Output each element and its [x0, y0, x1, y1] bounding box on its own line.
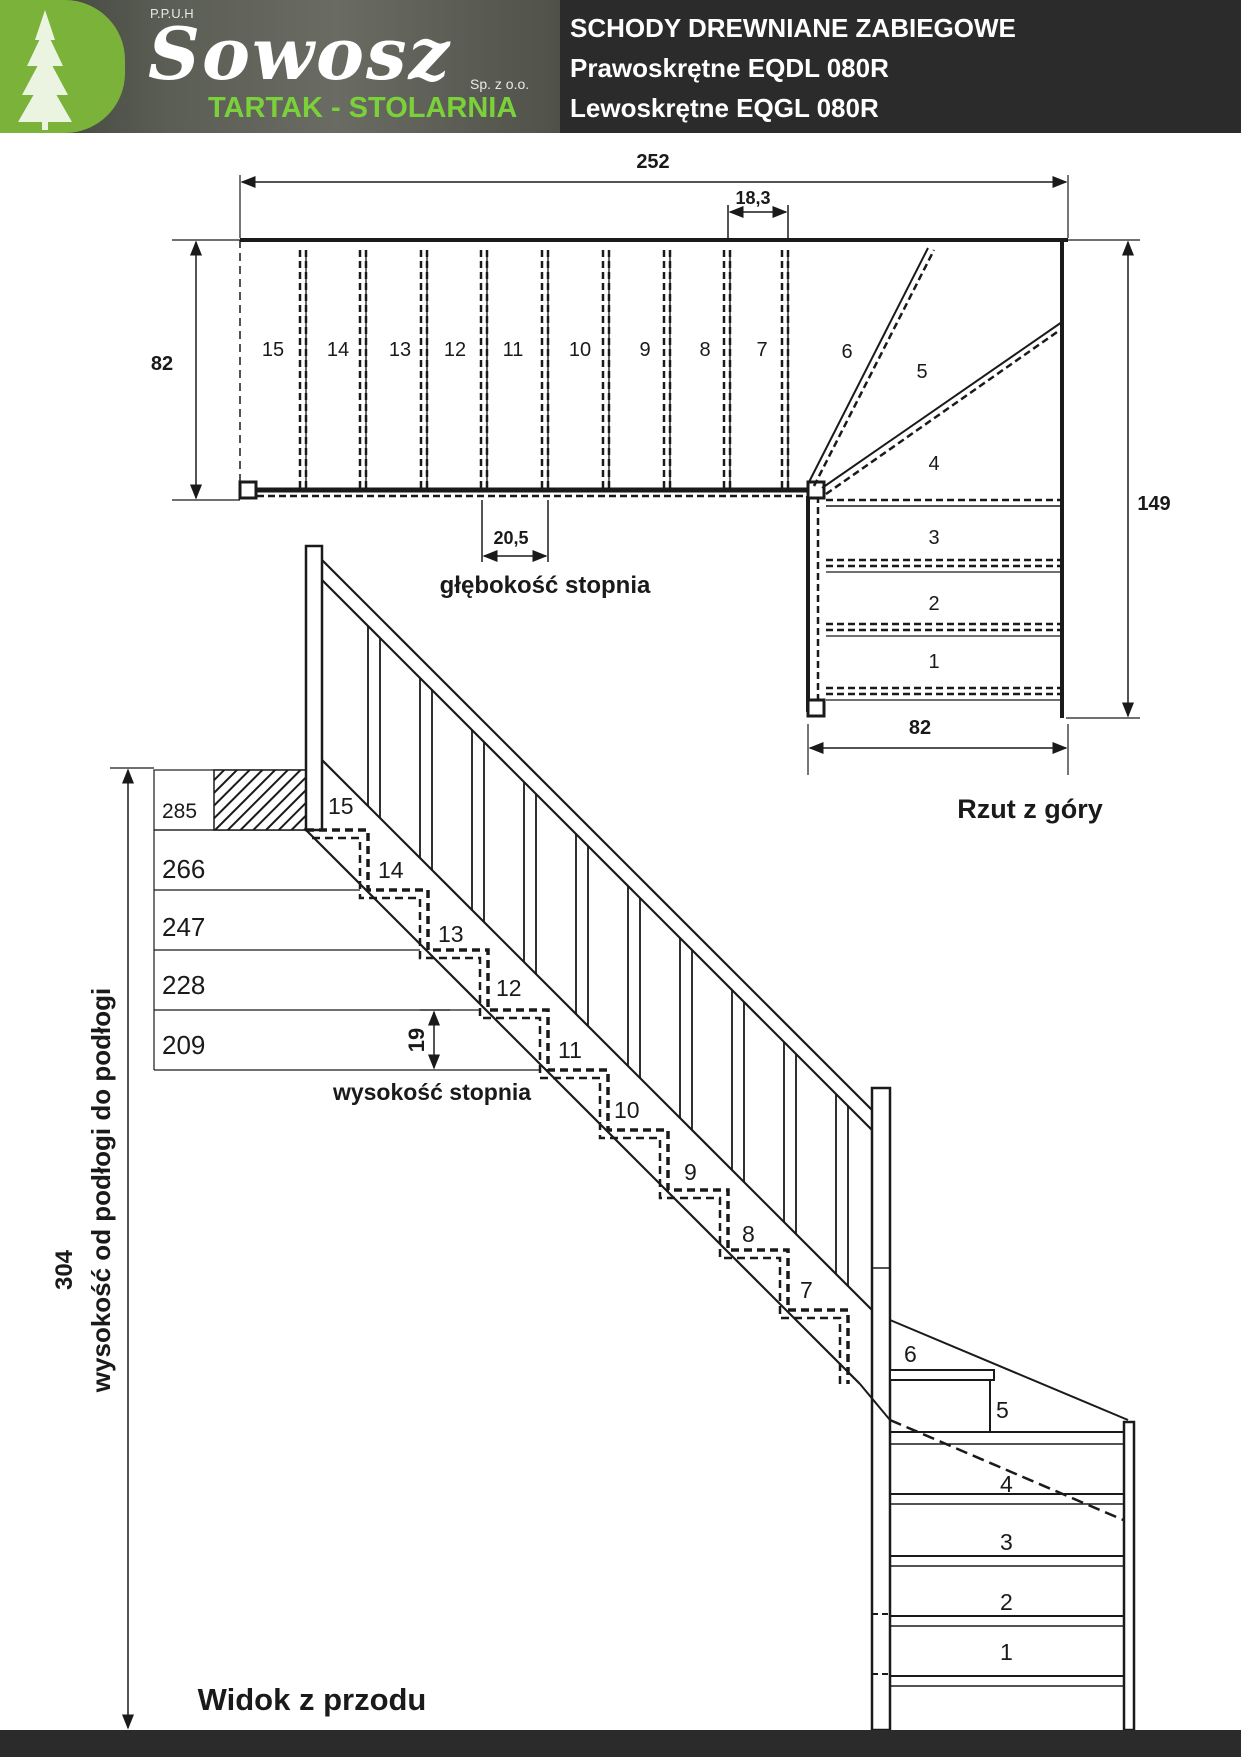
- total-height-value: 304: [51, 1249, 78, 1290]
- dim-total-width: 252: [636, 151, 669, 173]
- dim-flight-width-top: 82: [151, 353, 173, 375]
- top-step-4: 4: [928, 453, 939, 475]
- front-step-11: 11: [558, 1037, 582, 1063]
- dim-step-depth: 20,5: [493, 528, 528, 548]
- front-step-3: 3: [1000, 1529, 1013, 1555]
- brand-name: Sowosz: [148, 11, 452, 96]
- height-285: 285: [162, 800, 197, 823]
- footer-bar: [0, 1730, 1241, 1757]
- front-step-2: 2: [1000, 1589, 1013, 1615]
- front-step-1: 1: [1000, 1639, 1013, 1665]
- front-step-5: 5: [996, 1397, 1009, 1423]
- front-step-4: 4: [1000, 1471, 1013, 1497]
- front-step-10: 10: [614, 1097, 640, 1123]
- logo-panel: P.P.U.H Sowosz Sp. z o.o. TARTAK - STOLA…: [0, 0, 560, 133]
- height-266: 266: [162, 854, 205, 884]
- top-step-6: 6: [841, 341, 852, 363]
- top-step-11: 11: [503, 339, 524, 361]
- front-step-7: 7: [800, 1277, 813, 1303]
- front-step-13: 13: [438, 921, 464, 947]
- top-step-9: 9: [639, 339, 650, 361]
- front-step-6: 6: [904, 1341, 917, 1367]
- height-209: 209: [162, 1030, 205, 1060]
- dim-total-depth: 149: [1137, 493, 1170, 515]
- product-titles: SCHODY DREWNIANE ZABIEGOWE Prawoskrętne …: [570, 8, 1016, 128]
- step-height-value: 19: [404, 1028, 429, 1052]
- front-step-8: 8: [742, 1221, 755, 1247]
- company-tagline: TARTAK - STOLARNIA: [208, 92, 518, 124]
- top-step-2: 2: [928, 593, 939, 615]
- top-view: [172, 175, 1140, 775]
- front-view: [110, 544, 1136, 1732]
- top-step-13: 13: [389, 339, 411, 361]
- top-step-8: 8: [699, 339, 710, 361]
- product-variant-right: Prawoskrętne EQDL 080R: [570, 53, 889, 83]
- company-prefix: P.P.U.H: [150, 6, 194, 21]
- step-depth-caption: głębokość stopnia: [440, 572, 651, 599]
- product-variant-left: Lewoskrętne EQGL 080R: [570, 93, 879, 123]
- height-228: 228: [162, 970, 205, 1000]
- top-step-12: 12: [444, 339, 466, 361]
- header-bar: P.P.U.H Sowosz Sp. z o.o. TARTAK - STOLA…: [0, 0, 1241, 133]
- front-step-14: 14: [378, 857, 404, 883]
- step-height-caption: wysokość stopnia: [332, 1079, 531, 1105]
- dim-flight-width-bottom: 82: [909, 717, 931, 739]
- front-view-label: Widok z przodu: [198, 1682, 427, 1717]
- top-step-14: 14: [327, 339, 349, 361]
- height-247: 247: [162, 912, 205, 942]
- top-view-label: Rzut z góry: [957, 794, 1103, 824]
- top-step-15: 15: [262, 339, 284, 361]
- top-step-3: 3: [928, 527, 939, 549]
- front-step-12: 12: [496, 975, 522, 1001]
- dim-step-width: 18,3: [735, 188, 770, 208]
- top-step-5: 5: [916, 361, 927, 383]
- front-step-15: 15: [328, 793, 354, 819]
- tree-logo-icon: [18, 10, 72, 130]
- front-step-9: 9: [684, 1159, 697, 1185]
- top-step-10: 10: [569, 339, 591, 361]
- top-step-1: 1: [928, 651, 939, 673]
- total-height-caption: wysokość od podłogi do podłogi: [86, 988, 116, 1393]
- top-step-7: 7: [756, 339, 767, 361]
- product-title: SCHODY DREWNIANE ZABIEGOWE: [570, 13, 1016, 43]
- company-suffix: Sp. z o.o.: [470, 76, 530, 92]
